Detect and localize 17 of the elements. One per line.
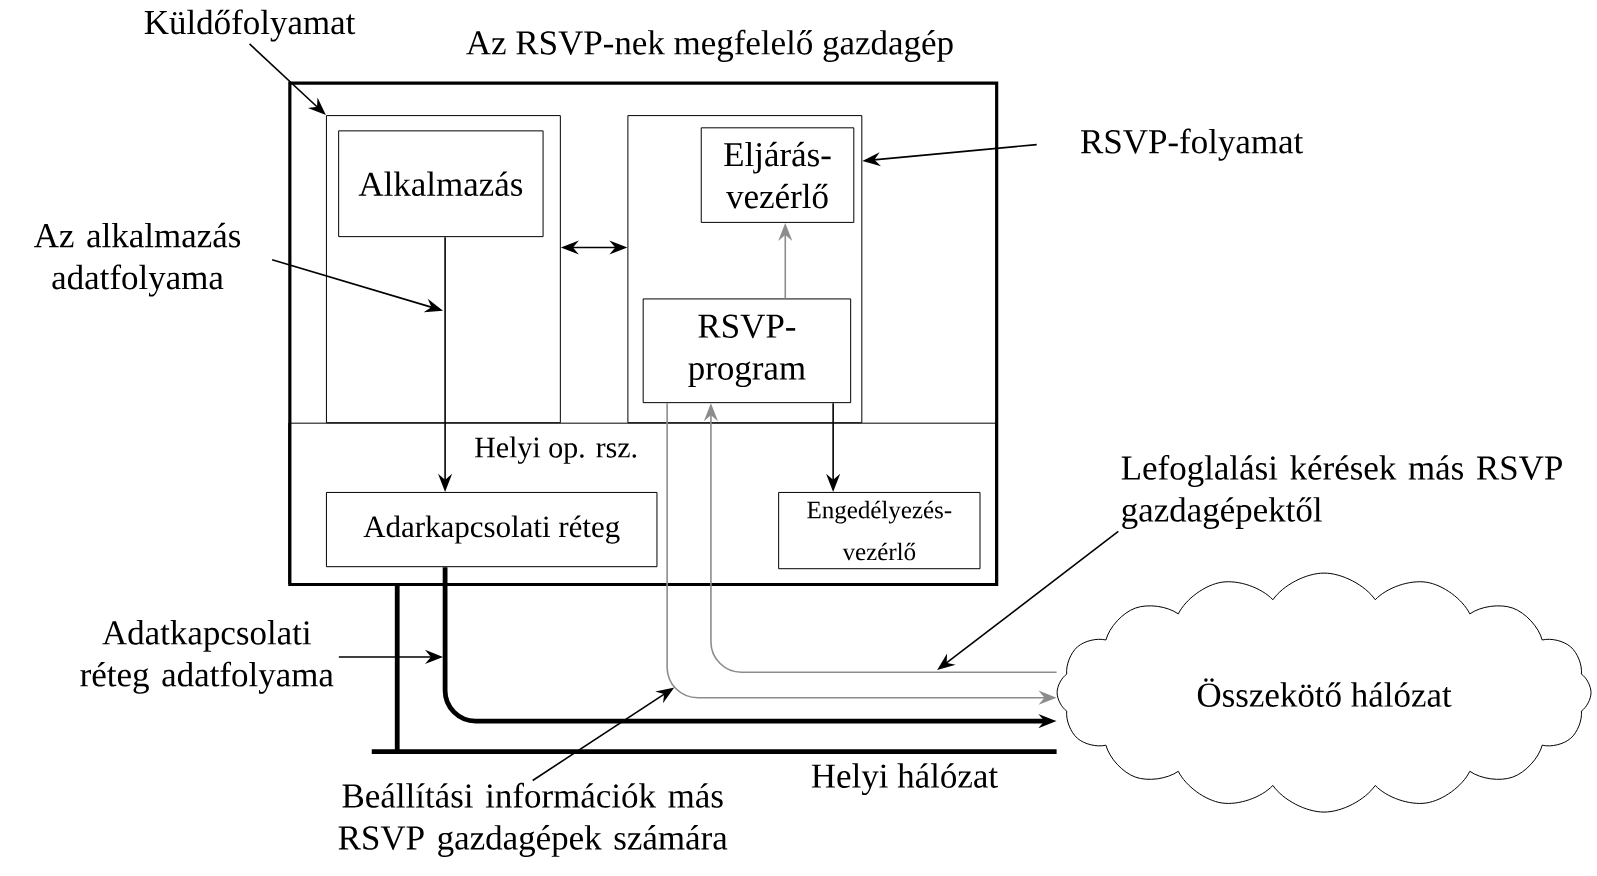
- callout-text: RSVP-folyamat: [1081, 128, 1304, 161]
- edge-label: Helyi hálózat: [808, 761, 1001, 798]
- process-box: [627, 115, 863, 424]
- process-box: Engedélyezés-vezérlő: [778, 492, 981, 570]
- callout-text: Adatkapcsolati réteg adatfolyama: [80, 620, 334, 694]
- process-box: [325, 115, 561, 424]
- layer-box: Adarkapcsolati réteg: [325, 492, 658, 568]
- network-line: [369, 583, 1059, 755]
- callout-text: Beállítási információk más RSVP gazdagépek számára: [338, 782, 728, 857]
- network-cloud: Összekötő hálózat: [1056, 572, 1592, 813]
- process-box: RSVP-program: [642, 298, 852, 404]
- callout-text: Lefoglalási kérések más RSVP gazdagépektől: [1121, 454, 1562, 530]
- node-label: Az RSVP-nek megfelelő gazdagép: [466, 29, 953, 62]
- process-box: Eljárás-vezérlő: [700, 127, 855, 223]
- callout-text: Küldőfolyamat: [144, 9, 356, 42]
- callout-text: Az alkalmazás adatfolyama: [34, 222, 241, 297]
- process-box: Alkalmazás: [338, 130, 544, 238]
